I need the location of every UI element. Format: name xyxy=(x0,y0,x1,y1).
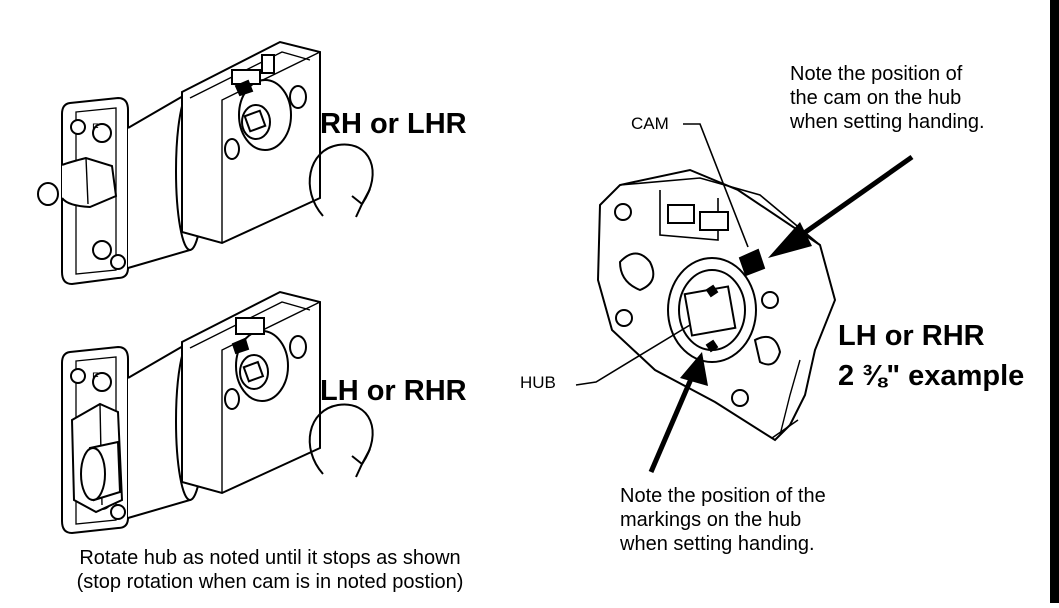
hub-pointer-arrow xyxy=(648,352,708,473)
label-size-example: 2 ⅜" example xyxy=(838,360,1025,392)
label-hub: HUB xyxy=(520,373,556,392)
hub-closeup xyxy=(596,168,837,442)
caption-line-1: Rotate hub as noted until it stops as sh… xyxy=(79,547,461,569)
cam-note-line-3: when setting handing. xyxy=(790,111,985,133)
rotation-arrow-top xyxy=(308,143,374,218)
hub-note-line-1: Note the position of the xyxy=(620,485,826,507)
hub-note-line-3: when setting handing. xyxy=(620,533,815,555)
latch-top xyxy=(37,40,321,286)
face-letter-top: F xyxy=(92,122,99,134)
rotation-arrow-bottom xyxy=(308,403,374,478)
caption: Rotate hub as noted until it stops as sh… xyxy=(20,546,520,594)
face-letter-bottom: F xyxy=(92,371,99,383)
cam-note-line-1: Note the position of xyxy=(790,63,963,85)
label-lh-or-rhr: LH or RHR xyxy=(320,375,467,407)
cut-line xyxy=(771,419,799,439)
label-cam: CAM xyxy=(631,114,669,133)
cam-note-line-2: the cam on the hub xyxy=(790,87,962,109)
cam-leader xyxy=(683,123,749,248)
caption-line-2: (stop rotation when cam is in noted post… xyxy=(76,571,464,593)
latch-bottom xyxy=(61,290,321,535)
label-lh-or-rhr-right: LH or RHR xyxy=(838,320,985,352)
label-rh-or-lhr: RH or LHR xyxy=(320,108,467,140)
right-edge-bar xyxy=(1050,0,1059,603)
hub-note: Note the position of the markings on the… xyxy=(620,484,826,556)
hub-leader xyxy=(575,324,691,386)
cam-pointer-arrow xyxy=(768,154,914,258)
cam-note: Note the position of the cam on the hub … xyxy=(790,62,985,134)
hub-note-line-2: markings on the hub xyxy=(620,509,802,531)
